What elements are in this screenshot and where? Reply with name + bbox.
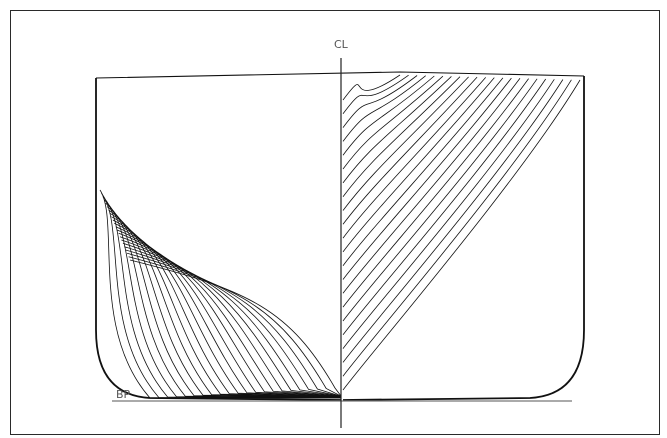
aft-station-line [119,236,342,398]
forward-station-line [342,76,461,197]
forward-station-line [342,79,572,377]
baseline-label: BP [116,388,131,401]
hull-outline [95,71,585,401]
forward-station-line [342,75,444,170]
forward-station-line [342,77,487,239]
forward-hull-outline [342,76,585,401]
forward-station-line [342,79,581,391]
forward-station-line [342,78,538,322]
forward-station-line [342,75,418,128]
aft-station-line [115,226,342,398]
aft-station-line [128,256,342,397]
aft-station-line [104,199,342,399]
forward-station-line [342,76,469,211]
aft-station-line [112,219,342,398]
forward-station-line [342,75,426,142]
forward-station-line [342,79,555,349]
forward-station-line [342,78,547,336]
sheer-line [95,71,585,79]
aft-station-line [101,193,342,399]
forward-station-line [342,76,478,225]
aft-station-line [118,232,342,398]
aft-station-line [125,249,342,397]
forward-station-line [342,76,452,184]
aft-station-line [129,259,342,397]
aft-stations [99,189,342,399]
aft-station-line [114,222,342,398]
aft-station-line [99,189,341,399]
forward-station-line [342,75,435,156]
aft-station-line [109,212,342,398]
aft-station-line [124,246,342,397]
forward-station-line [342,77,495,253]
aft-station-line [126,252,342,397]
forward-station-line [342,77,504,266]
aft-station-line [116,229,342,398]
forward-station-line [342,79,564,363]
aft-station-line [106,206,342,398]
forward-station-line [342,74,401,101]
forward-station-line [342,77,512,280]
forward-station-line [342,78,529,308]
forward-station-line [342,78,521,294]
centerline-label: CL [334,38,349,51]
aft-station-line [122,242,342,397]
aft-station-line [121,239,342,397]
aft-hull-outline [95,78,342,401]
forward-stations [342,74,581,391]
aft-station-line [105,202,342,398]
forward-station-line [342,74,409,115]
